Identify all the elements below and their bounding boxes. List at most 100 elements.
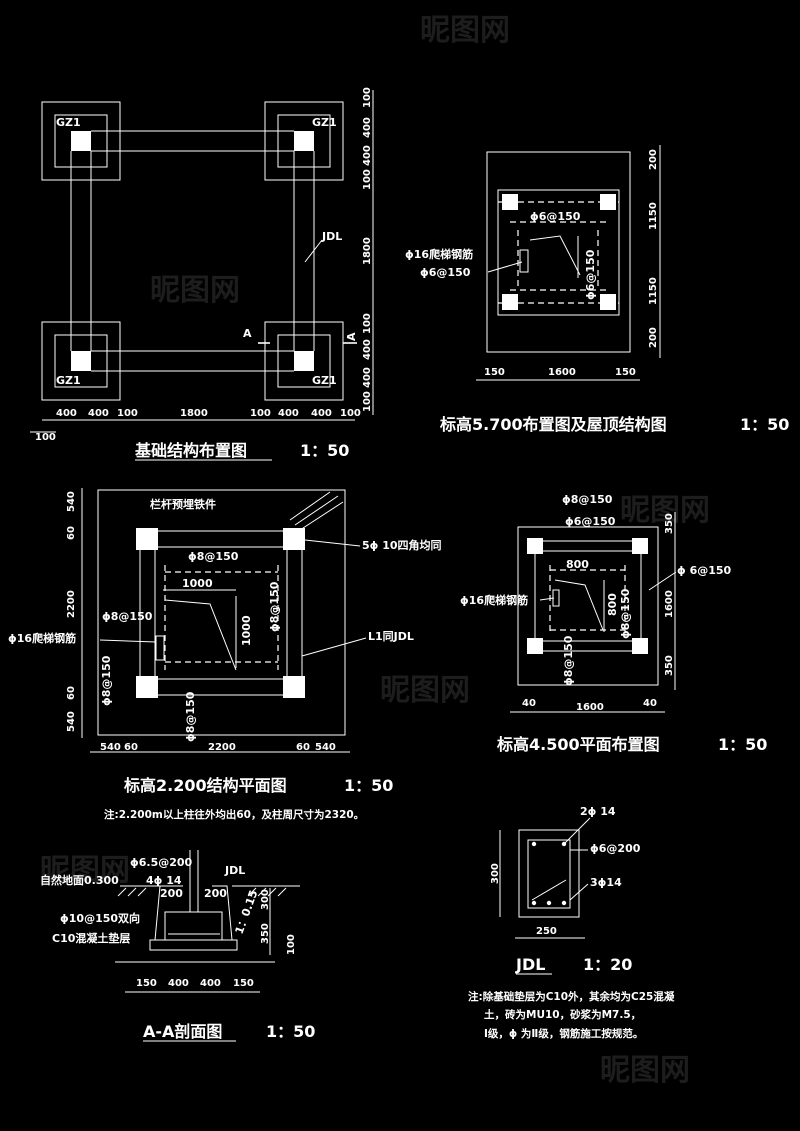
dim-label: 100	[35, 432, 56, 443]
dim-label: 300	[490, 863, 501, 884]
rail-label: 栏杆预埋铁件	[150, 497, 216, 511]
dim-label: 2200	[208, 742, 236, 753]
dim-label: 350	[664, 513, 675, 534]
dim-label: 150	[136, 978, 157, 989]
slab-outline	[497, 189, 620, 316]
ladder-bar-label: ϕ16爬梯钢筋	[405, 247, 473, 261]
rebar-label: ϕ8@150	[562, 635, 575, 686]
plan-note: 注:2.200m以上柱往外均出60，及柱周尺寸为2320。	[104, 808, 364, 821]
note-line: 注:除基础垫层为C10外，其余均为C25混凝	[468, 990, 675, 1003]
dim-label: 400	[362, 339, 373, 360]
dim-label: 350	[664, 655, 675, 676]
watermark-text: 昵图网	[380, 673, 470, 708]
dim-label: 540	[66, 711, 77, 732]
dim-label: 2200	[66, 590, 77, 618]
dim-label: 1600	[548, 367, 576, 378]
dim-label: 1600	[576, 702, 604, 713]
dim-label: 200	[648, 149, 659, 170]
dim-label: 100	[117, 408, 138, 419]
dim-label: 800	[606, 593, 619, 616]
note-line: Ⅰ级，ϕ 为Ⅱ级，钢筋施工按规范。	[484, 1027, 643, 1040]
dim-label: 350	[260, 923, 271, 944]
dim-label: 1000	[182, 577, 213, 590]
ladder-bar-label: ϕ16爬梯钢筋	[460, 593, 528, 607]
gz1-label: GZ1	[56, 374, 81, 387]
footing-outline	[264, 321, 344, 401]
rebar-label: ϕ10@150双向	[60, 911, 140, 925]
foundation-plan: GZ1 GZ1 GZ1 GZ1 JDL A A 400 400 100 1800…	[30, 87, 374, 461]
l1-label: L1同JDL	[368, 630, 414, 643]
dim-label: 200	[160, 887, 183, 900]
dim-label: 100	[250, 408, 271, 419]
dim-label: 400	[362, 117, 373, 138]
dim-label: 540	[100, 742, 121, 753]
jdl-label: JDL	[224, 864, 245, 877]
cushion-layer	[149, 939, 238, 951]
rebar-label: ϕ8@150	[562, 493, 613, 506]
drawing-scale: 1：50	[266, 1022, 315, 1041]
dim-label: 400	[200, 978, 221, 989]
dim-label: 400	[311, 408, 332, 419]
gz1-label: GZ1	[312, 116, 337, 129]
rebar-label: ϕ6@150	[420, 266, 471, 279]
drawing-title: 标高5.700布置图及屋顶结构图	[439, 415, 667, 434]
watermark-text: 昵图网	[600, 1053, 690, 1088]
drawing-title: 标高2.200结构平面图	[123, 776, 287, 795]
dim-label: 150	[615, 367, 636, 378]
rebar-label: ϕ8@150	[268, 581, 281, 632]
rebar-label: ϕ6.5@200	[130, 856, 193, 869]
dim-label: 150	[233, 978, 254, 989]
drawing-title: 标高4.500平面布置图	[496, 735, 660, 754]
drawing-scale: 1：50	[300, 441, 349, 460]
jdl-label: JDL	[321, 230, 342, 243]
column-gz1	[294, 351, 314, 371]
dim-label: 60	[66, 526, 77, 540]
dim-label: 40	[522, 698, 536, 709]
dim-label: 400	[278, 408, 299, 419]
watermark-text: 昵图网	[40, 853, 130, 888]
dim-label: 400	[362, 145, 373, 166]
dim-label: 60	[296, 742, 310, 753]
dim-label: 100	[362, 391, 373, 412]
general-notes: 注:除基础垫层为C10外，其余均为C25混凝 土，砖为MU10，砂浆为M7.5，…	[468, 990, 675, 1040]
footing-inner	[277, 334, 331, 388]
stirrup	[527, 839, 571, 909]
dim-label: 540	[66, 491, 77, 512]
drawing-title: A-A剖面图	[143, 1022, 222, 1041]
dim-label: 1150	[648, 202, 659, 230]
dim-label: 200	[204, 887, 227, 900]
footing-inner	[54, 114, 108, 168]
dim-label: 100	[362, 169, 373, 190]
outer-outline	[486, 151, 631, 353]
dim-label: 1000	[240, 615, 253, 646]
rebar-label: ϕ8@150	[619, 588, 632, 639]
dim-label: 100	[340, 408, 361, 419]
section-mark: A	[345, 332, 358, 341]
column-gz1	[71, 351, 91, 371]
drawing-scale: 1：20	[583, 955, 632, 974]
beam-outline	[518, 829, 580, 918]
watermark-text: 昵图网	[150, 273, 240, 308]
rebar-label: ϕ6@150	[565, 515, 616, 528]
ladder-bar-label: ϕ16爬梯钢筋	[8, 631, 76, 645]
dim-label: 100	[362, 313, 373, 334]
dim-label: 1150	[648, 277, 659, 305]
dim-label: 40	[643, 698, 657, 709]
dim-label: 60	[66, 686, 77, 700]
slab-outline	[97, 489, 346, 736]
corner-label: 5ϕ 10四角均同	[362, 538, 442, 552]
rebar-label: ϕ6@200	[590, 842, 641, 855]
dim-label: 400	[168, 978, 189, 989]
slope-label: 1：0.15	[233, 888, 261, 935]
watermark: 昵图网 昵图网 昵图网 昵图网 昵图网 昵图网	[40, 13, 710, 1088]
drawing-scale: 1：50	[740, 415, 789, 434]
rebar-label: ϕ6@150	[530, 210, 581, 223]
watermark-text: 昵图网	[620, 493, 710, 528]
footing-inner	[277, 114, 331, 168]
dim-label: 60	[124, 742, 138, 753]
dim-label: 400	[56, 408, 77, 419]
drawing-scale: 1：50	[344, 776, 393, 795]
dim-label: 1800	[362, 237, 373, 265]
rebar-label: ϕ6@150	[584, 249, 597, 300]
footing-block	[164, 911, 223, 941]
